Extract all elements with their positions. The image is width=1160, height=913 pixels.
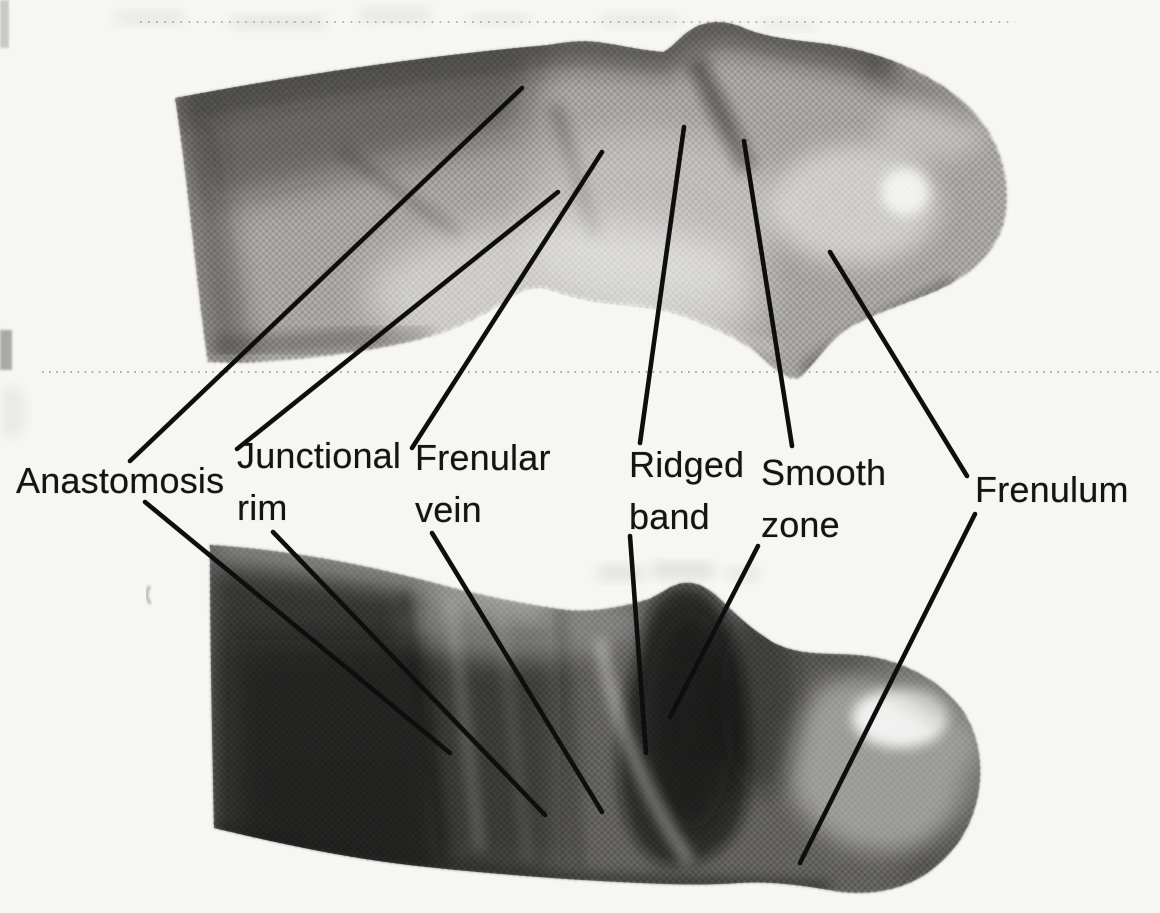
label-smooth-zone-line2: zone bbox=[761, 504, 840, 545]
label-junctional-rim: Junctional rim bbox=[237, 430, 401, 534]
label-junctional-rim-line2: rim bbox=[237, 487, 288, 528]
label-ridged-band-line2: band bbox=[629, 496, 710, 537]
top-photo bbox=[175, 22, 1007, 379]
label-smooth-zone-line1: Smooth bbox=[761, 452, 887, 493]
label-frenulum: Frenulum bbox=[975, 469, 1129, 510]
label-anastomosis: Anastomosis bbox=[16, 460, 225, 501]
label-frenular-vein: Frenular vein bbox=[415, 432, 551, 536]
frenular-vein-leader-upper bbox=[409, 149, 605, 451]
ridged-band-leader-lower bbox=[627, 533, 649, 756]
junctional-rim-leader-lower bbox=[270, 529, 548, 818]
label-frenular-vein-line2: vein bbox=[415, 489, 482, 530]
frenulum-leader-lower bbox=[797, 511, 978, 866]
anastomosis-leader-lower bbox=[142, 499, 453, 756]
scan-dotted-lines bbox=[42, 21, 1158, 373]
label-smooth-zone: Smooth zone bbox=[761, 447, 886, 551]
junctional-rim-leader-upper bbox=[234, 189, 561, 452]
anastomosis-leader-upper bbox=[127, 85, 525, 464]
frenular-vein-leader-lower bbox=[429, 530, 605, 815]
label-ridged-band: Ridged band bbox=[629, 439, 744, 543]
label-junctional-rim-line1: Junctional bbox=[237, 435, 402, 476]
ridged-band-leader-upper bbox=[637, 124, 687, 446]
label-frenular-vein-line1: Frenular bbox=[415, 437, 551, 478]
smooth-zone-leader-upper bbox=[741, 138, 795, 449]
scan-edge-marks bbox=[0, 0, 153, 605]
frenulum-leader-upper bbox=[827, 249, 970, 479]
leader-lines bbox=[127, 85, 978, 866]
label-ridged-band-line1: Ridged bbox=[629, 444, 745, 485]
smooth-zone-leader-lower bbox=[667, 543, 761, 720]
